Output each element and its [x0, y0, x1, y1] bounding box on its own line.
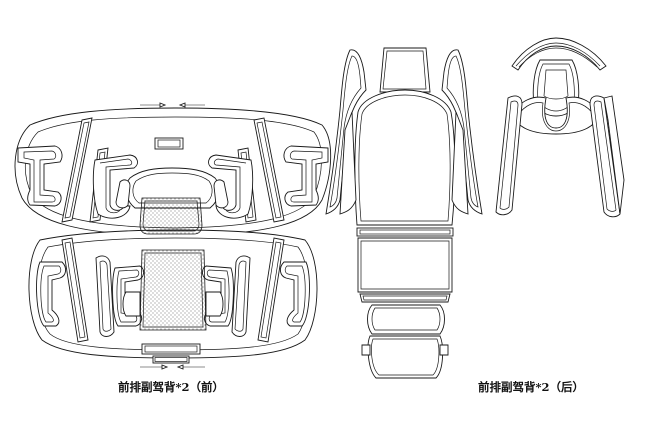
top-tab [154, 137, 184, 150]
rear-top-tab [379, 47, 431, 93]
caption-rear: 前排副驾背*2（后） [478, 380, 585, 394]
rear-left-long-strip [495, 95, 523, 216]
caption-front: 前排副驾背*2（前） [118, 380, 225, 394]
rear-small-pieces [495, 37, 625, 218]
front-pattern [14, 102, 332, 370]
lower-left-crescent [36, 261, 67, 327]
rear-main-body [354, 89, 456, 226]
rear-bottom-cushion [367, 335, 444, 379]
alignment-arrows [140, 102, 205, 108]
rear-skirt [367, 304, 445, 335]
upper-perforated-panel [139, 197, 203, 235]
lower-perforated-panel [139, 249, 207, 331]
rear-middle-band [356, 227, 454, 237]
bottom-tab-wide [141, 343, 201, 355]
rear-curved-yoke [511, 96, 601, 135]
lower-right-crescent [279, 261, 310, 327]
rear-top-arch [511, 37, 607, 71]
rear-pattern [325, 47, 483, 379]
rear-lower-body [357, 237, 453, 293]
bottom-tab-narrow [152, 355, 190, 364]
